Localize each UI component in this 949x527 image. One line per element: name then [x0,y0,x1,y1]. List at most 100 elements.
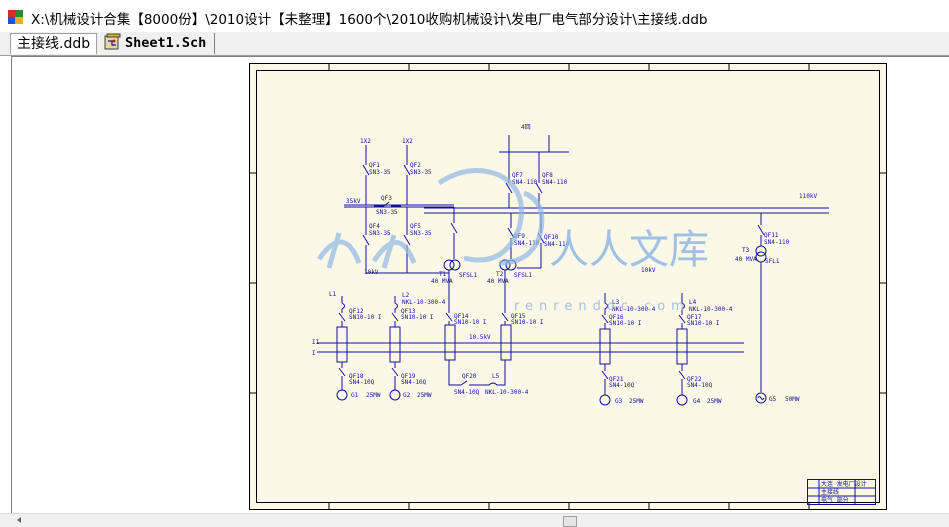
label-top-feeder-1: 1X2 [360,138,371,145]
svg-text:L3: L3 [612,299,620,306]
svg-text:L5: L5 [492,373,500,380]
tab-sheet1-label: Sheet1.Sch [125,35,207,51]
watermark-chars: 人人文库 [549,227,709,273]
svg-text:40 MVA: 40 MVA [487,278,509,285]
svg-text:SN4-10Q: SN4-10Q [609,382,635,389]
svg-text:40 MVA: 40 MVA [735,256,757,263]
svg-text:QF19: QF19 [401,373,416,380]
svg-text:SN4-10Q: SN4-10Q [349,379,375,386]
svg-text:NKL-10-300-4: NKL-10-300-4 [612,306,656,313]
svg-text:SN4-110: SN4-110 [512,179,538,186]
svg-text:QF5: QF5 [410,223,421,230]
svg-text:NKL-10-300-4: NKL-10-300-4 [689,306,733,313]
svg-text:SN3-35: SN3-35 [410,169,432,176]
svg-text:QF2: QF2 [410,162,421,169]
feeder-35kv-2: 1X2 QF2 SN3-35 QF5 SN3-35 [402,138,432,273]
bus-tie-35kv: QF3 SN3-35 [374,195,401,216]
svg-text:NKL-10-300-4: NKL-10-300-4 [485,389,529,396]
svg-text:25MW: 25MW [707,398,722,405]
generator-g5: G5 50MW [755,392,800,404]
tab-sheet1-sch[interactable]: Sheet1.Sch [101,33,216,54]
scroll-thumb[interactable] [563,516,577,527]
svg-text:QF21: QF21 [609,376,624,383]
feeder-35kv-1: 1X2 QF1 SN3-35 QF4 SN3-35 [360,138,391,273]
svg-text:QF16: QF16 [609,314,624,321]
bus-10kv [317,342,744,353]
svg-text:QF10: QF10 [544,234,559,241]
svg-text:SN10-10 I: SN10-10 I [687,320,720,327]
svg-text:T3: T3 [742,247,750,254]
bay-g1: L1 QF12 SN10-10 I QF18 SN4-10Q G1 25MW [329,291,382,401]
title-bar: X:\机械设计合集【8000份】\2010设计【未整理】1600个\2010收购… [0,0,949,33]
svg-text:T1: T1 [439,271,447,278]
svg-text:SN10-10 I: SN10-10 I [511,319,544,326]
label-110kv: 110kV [799,193,817,200]
svg-text:QF14: QF14 [454,313,469,320]
svg-text:40 MVA: 40 MVA [431,278,453,285]
bus-35kv [344,204,454,208]
label-35kv: 35kV [346,198,361,205]
title-block-row2: 主接线 [821,488,839,496]
svg-text:SN4-110: SN4-110 [542,179,568,186]
svg-text:SFSL1: SFSL1 [514,272,532,279]
label-bus-i: I [312,350,316,357]
bay-t2-low: QF15 SN10-10 I [500,308,544,361]
svg-text:SN4-10Q: SN4-10Q [401,379,427,386]
svg-text:SN10-10 I: SN10-10 I [609,320,642,327]
svg-text:G2: G2 [403,392,411,399]
sheet-outer-border [249,63,887,510]
svg-text:L1: L1 [329,291,337,298]
svg-text:QF18: QF18 [349,373,364,380]
svg-text:QF17: QF17 [687,314,702,321]
svg-text:G4: G4 [693,398,701,405]
bay-g4: L4 NKL-10-300-4 QF17 SN10-10 I QF22 SN4-… [676,293,733,406]
svg-text:50MW: 50MW [785,396,800,403]
sheet-zone-ticks [249,63,887,510]
svg-text:SN10-10 I: SN10-10 I [349,314,382,321]
svg-text:QF1: QF1 [369,162,380,169]
svg-text:SN3-35: SN3-35 [410,230,432,237]
svg-text:SFL1: SFL1 [765,258,780,265]
svg-text:SN3-35: SN3-35 [369,230,391,237]
svg-text:25MW: 25MW [417,392,432,399]
svg-text:SN4-110: SN4-110 [514,240,540,247]
svg-text:SN3-35: SN3-35 [369,169,391,176]
svg-text:QF22: QF22 [687,376,702,383]
svg-text:25MW: 25MW [629,398,644,405]
scroll-left-arrow-icon[interactable] [17,517,21,523]
tab-ddb[interactable]: 主接线.ddb [10,33,98,54]
svg-text:QF12: QF12 [349,308,364,315]
tab-ddb-label: 主接线.ddb [17,36,91,52]
bus-section-qf20-l5: QF20 L5 SN4-10Q NKL-10-300-4 [448,360,529,396]
svg-text:SN10-10 I: SN10-10 I [454,319,487,326]
label-top-feeder-2: 1X2 [402,138,413,145]
svg-text:QF9: QF9 [514,233,525,240]
svg-text:QF3: QF3 [381,195,392,202]
bay-t1-low: QF14 SN10-10 I [444,308,487,361]
svg-text:NKL-10-300-4: NKL-10-300-4 [402,299,446,306]
schematic-sheet-icon [104,33,121,50]
document-tab-bar: 主接线.ddb Sheet1.Sch [0,32,949,56]
horizontal-scrollbar[interactable] [0,513,949,527]
schematic-sheet[interactable]: 大连 发电厂设计 主接线 电气 部分 35kV 110kV II I 10.5k… [249,63,887,510]
svg-text:QF15: QF15 [511,313,526,320]
svg-text:QF7: QF7 [512,172,523,179]
svg-text:G5: G5 [769,396,777,403]
title-block-row1: 大连 发电厂设计 [821,480,867,488]
svg-text:T2: T2 [496,271,504,278]
window-title: X:\机械设计合集【8000份】\2010设计【未整理】1600个\2010收购… [31,12,708,28]
svg-text:QF4: QF4 [369,223,380,230]
transformer-t3: QF11 SN4-110 T3 40 MVA SFL1 [735,213,790,392]
bay-g3: L3 NKL-10-300-4 QF16 SN10-10 I QF21 SN4-… [599,293,656,406]
label-bus-ii: II [312,339,320,346]
label-10kv-b: 10kV [641,267,656,274]
svg-text:QF11: QF11 [764,232,779,239]
svg-text:L4: L4 [689,299,697,306]
svg-text:G1: G1 [351,392,359,399]
label-4-circuits: 4回 [521,124,531,131]
svg-text:L2: L2 [402,292,410,299]
bay-g2: L2 NKL-10-300-4 QF13 SN10-10 I QF19 SN4-… [389,292,446,401]
svg-text:SN4-10Q: SN4-10Q [454,389,480,396]
svg-text:25MW: 25MW [366,392,381,399]
svg-text:SN4-10Q: SN4-10Q [687,382,713,389]
